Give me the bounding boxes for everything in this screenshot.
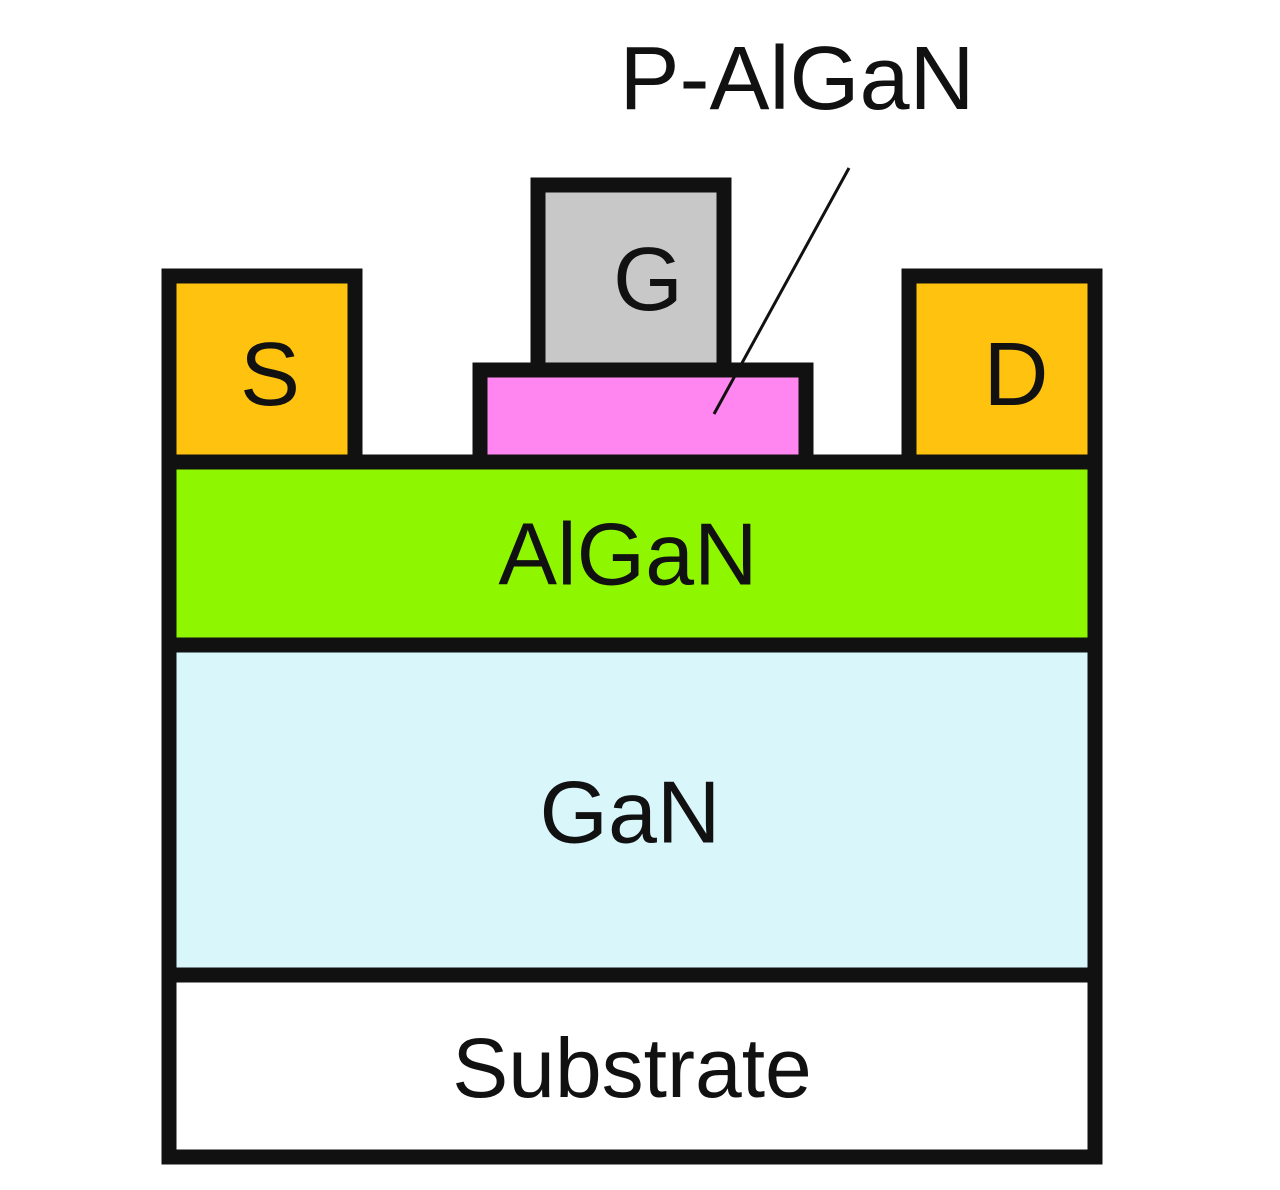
- substrate-label: Substrate: [452, 1021, 812, 1115]
- gate-block: [530, 177, 732, 378]
- algan-label: AlGaN: [498, 505, 757, 604]
- gan-layer: GaN: [161, 637, 1103, 983]
- source-block: [161, 268, 363, 470]
- drain-block: [901, 268, 1103, 470]
- callout-leader-line: [712, 167, 851, 415]
- gan-block: [161, 637, 1103, 983]
- gan-label: GaN: [540, 763, 721, 862]
- drain-label: D: [984, 325, 1049, 425]
- gate-label: G: [613, 230, 683, 330]
- source-label: S: [240, 325, 300, 425]
- p-algan-block: [472, 362, 814, 470]
- source-contact: S: [161, 268, 363, 470]
- p-algan-callout: P-AlGaN: [619, 29, 975, 415]
- gate-contact: G: [530, 177, 732, 378]
- p-algan-cap: [472, 362, 814, 470]
- p-algan-label: P-AlGaN: [619, 29, 974, 129]
- algan-layer: AlGaN: [161, 454, 1103, 653]
- drain-contact: D: [901, 268, 1103, 470]
- substrate-layer: Substrate: [161, 967, 1103, 1165]
- substrate-block: [161, 967, 1103, 1165]
